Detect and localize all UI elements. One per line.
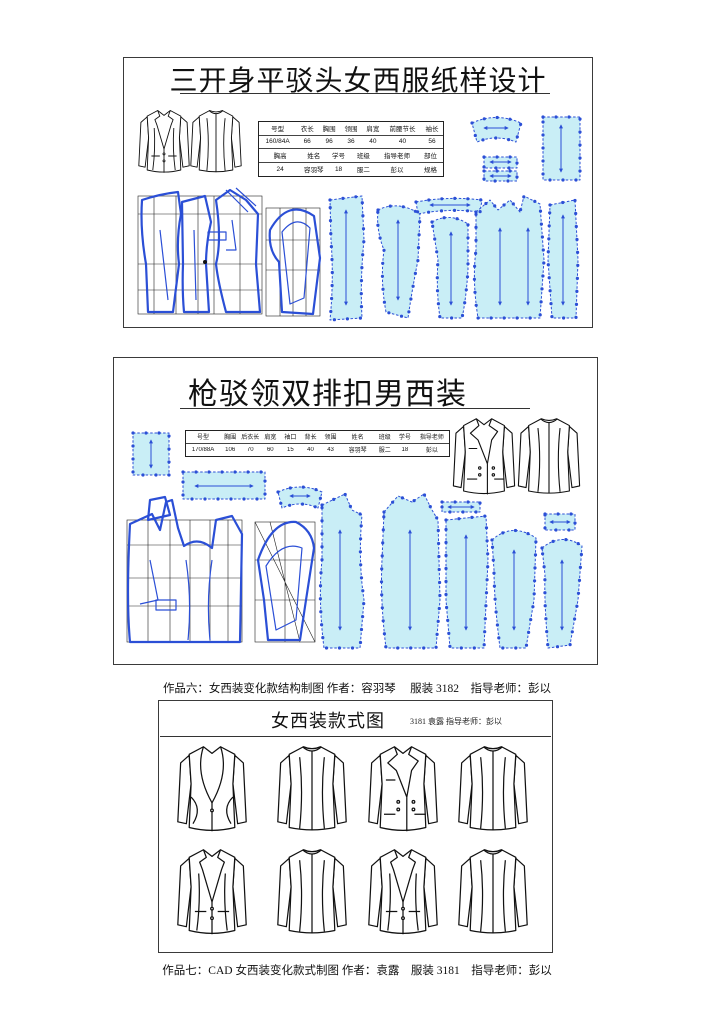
spec-cell: 前腰节长 xyxy=(389,126,416,134)
spec-cell: 学号 xyxy=(332,153,346,161)
spec-cell: 胸高 xyxy=(273,153,287,161)
panel1-spec-table: 号型 衣长 胸围 领围 肩宽 前腰节长 袖长 160/84A 66 96 36 … xyxy=(258,121,444,177)
spec-cell: 服二 xyxy=(356,167,370,175)
spec-cell: 36 xyxy=(347,138,355,146)
spec-cell: 班级 xyxy=(378,435,391,442)
spec-cell: 106 xyxy=(225,446,236,453)
spec-cell: 衣长 xyxy=(300,126,314,134)
spec-cell: 60 xyxy=(266,446,274,453)
spec-row: 24 容羽琴 18 服二 彭以 规格 xyxy=(259,163,443,177)
spec-cell: 170/88A xyxy=(191,446,215,453)
spec-cell: 胸围 xyxy=(322,126,336,134)
spec-cell: 服二 xyxy=(378,448,391,455)
spec-cell: 96 xyxy=(325,138,333,146)
panel2-title: 枪驳领双排扣男西装 xyxy=(188,378,467,411)
panel3-subtitle: 3181 袁露 指导老师：彭以 xyxy=(410,717,502,726)
spec-cell: 40 xyxy=(398,138,407,146)
spec-cell: 后衣长 xyxy=(241,435,260,442)
spec-row: 160/84A 66 96 36 40 40 56 xyxy=(259,136,443,149)
spec-row: 号型 衣长 胸围 领围 肩宽 前腰节长 袖长 xyxy=(259,122,443,136)
spec-row: 胸高 姓名 学号 班级 指导老师 部位 xyxy=(259,149,443,163)
panel-womens-suit-styles xyxy=(158,700,553,953)
panel2-spec-table: 号型 胸围 后衣长 肩宽 袖口 背长 领围 姓名 班级 学号 指导老师 170/… xyxy=(185,430,450,457)
spec-cell: 学号 xyxy=(398,435,411,442)
caption-work-seven: 作品七：CAD 女西装变化款式制图 作者：袁露 服装 3181 指导老师：彭以 xyxy=(162,965,552,977)
spec-cell: 15 xyxy=(287,446,294,453)
spec-cell: 肩宽 xyxy=(264,435,277,442)
panel2-title-rule xyxy=(180,408,530,409)
caption-work-six: 作品六：女西装变化款结构制图 作者：容羽琴 服装 3182 指导老师：彭以 xyxy=(162,683,552,695)
panel1-title-rule xyxy=(180,93,550,94)
panel1-title: 三开身平驳头女西服纸样设计 xyxy=(169,66,547,97)
spec-cell: 肩宽 xyxy=(366,126,380,134)
spec-cell: 43 xyxy=(327,446,334,453)
spec-cell: 56 xyxy=(428,138,436,146)
spec-cell: 姓名 xyxy=(351,435,364,442)
spec-cell: 160/84A xyxy=(265,138,290,146)
spec-cell: 袖长 xyxy=(425,126,439,134)
spec-cell: 40 xyxy=(307,446,314,453)
spec-cell: 彭以 xyxy=(425,448,438,455)
spec-cell: 规格 xyxy=(424,167,438,175)
spec-cell: 18 xyxy=(334,165,343,173)
spec-cell: 容羽琴 xyxy=(303,167,324,175)
spec-cell: 容羽琴 xyxy=(348,448,367,455)
spec-cell: 18 xyxy=(401,446,409,453)
spec-cell: 袖口 xyxy=(284,435,297,442)
spec-cell: 号型 xyxy=(197,435,210,442)
spec-cell: 指导老师 xyxy=(383,153,410,161)
spec-cell: 24 xyxy=(276,165,284,173)
spec-cell: 领围 xyxy=(324,435,337,442)
panel3-title-rule xyxy=(160,736,551,737)
spec-cell: 70 xyxy=(246,446,254,453)
spec-cell: 彭以 xyxy=(390,167,404,175)
spec-row: 170/88A 106 70 60 15 40 43 容羽琴 服二 18 彭以 xyxy=(186,444,449,457)
spec-row: 号型 胸围 后衣长 肩宽 袖口 背长 领围 姓名 班级 学号 指导老师 xyxy=(186,431,449,444)
panel3-title: 女西装款式图 xyxy=(271,711,385,731)
spec-cell: 班级 xyxy=(356,153,370,161)
spec-cell: 领围 xyxy=(344,126,358,134)
spec-cell: 指导老师 xyxy=(419,435,444,442)
spec-cell: 40 xyxy=(369,138,377,146)
spec-cell: 部位 xyxy=(424,153,438,161)
spec-cell: 号型 xyxy=(271,126,285,134)
spec-cell: 背长 xyxy=(304,435,317,442)
spec-cell: 66 xyxy=(303,138,311,146)
spec-cell: 胸围 xyxy=(224,435,237,442)
spec-cell: 姓名 xyxy=(307,153,321,161)
